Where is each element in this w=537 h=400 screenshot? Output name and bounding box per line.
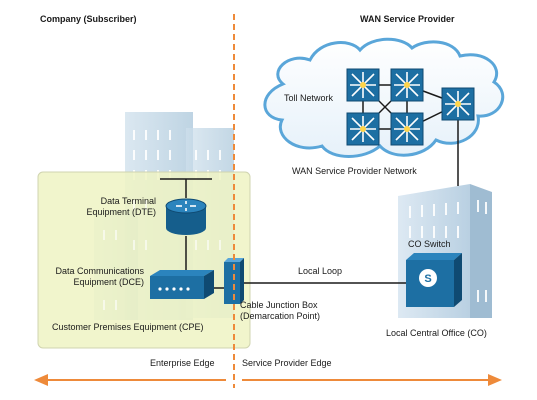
co-switch-label: CO Switch: [408, 239, 451, 249]
central-office-label: Local Central Office (CO): [386, 328, 487, 338]
enterprise-edge-arrow: [34, 374, 226, 386]
provider-edge-arrow: [242, 374, 502, 386]
junction-box-label-line2: (Demarcation Point): [240, 311, 321, 321]
dce-modem-icon: [150, 270, 214, 299]
building-windows: [103, 200, 221, 310]
toll-switch-5-icon: [441, 87, 475, 121]
dte-label-line2: Equipment (DTE): [86, 207, 156, 217]
toll-switch-1-icon: [346, 68, 380, 102]
wan-network-label: WAN Service Provider Network: [292, 166, 417, 176]
toll-switch-3-icon: [346, 112, 380, 146]
subscriber-header: Company (Subscriber): [40, 14, 137, 24]
dte-router-icon: [165, 198, 207, 235]
provider-header: WAN Service Provider: [360, 14, 455, 24]
local-loop-label: Local Loop: [298, 266, 343, 276]
provider-edge-label: Service Provider Edge: [242, 358, 332, 368]
cpe-label: Customer Premises Equipment (CPE): [52, 322, 204, 332]
cable-junction-box-icon: [224, 258, 244, 304]
enterprise-edge-label: Enterprise Edge: [150, 358, 215, 368]
junction-box-label-line1: Cable Junction Box: [240, 300, 318, 310]
wan-cloud: [263, 37, 505, 158]
dte-label-line1: Data Terminal: [100, 196, 156, 206]
toll-network-label: Toll Network: [284, 93, 334, 103]
co-switch-icon: S: [406, 253, 462, 307]
dce-label-line1: Data Communications: [55, 266, 144, 276]
toll-switch-4-icon: [390, 112, 424, 146]
co-switch-letter: S: [424, 273, 431, 285]
toll-switch-2-icon: [390, 68, 424, 102]
dce-label-line2: Equipment (DCE): [73, 277, 144, 287]
